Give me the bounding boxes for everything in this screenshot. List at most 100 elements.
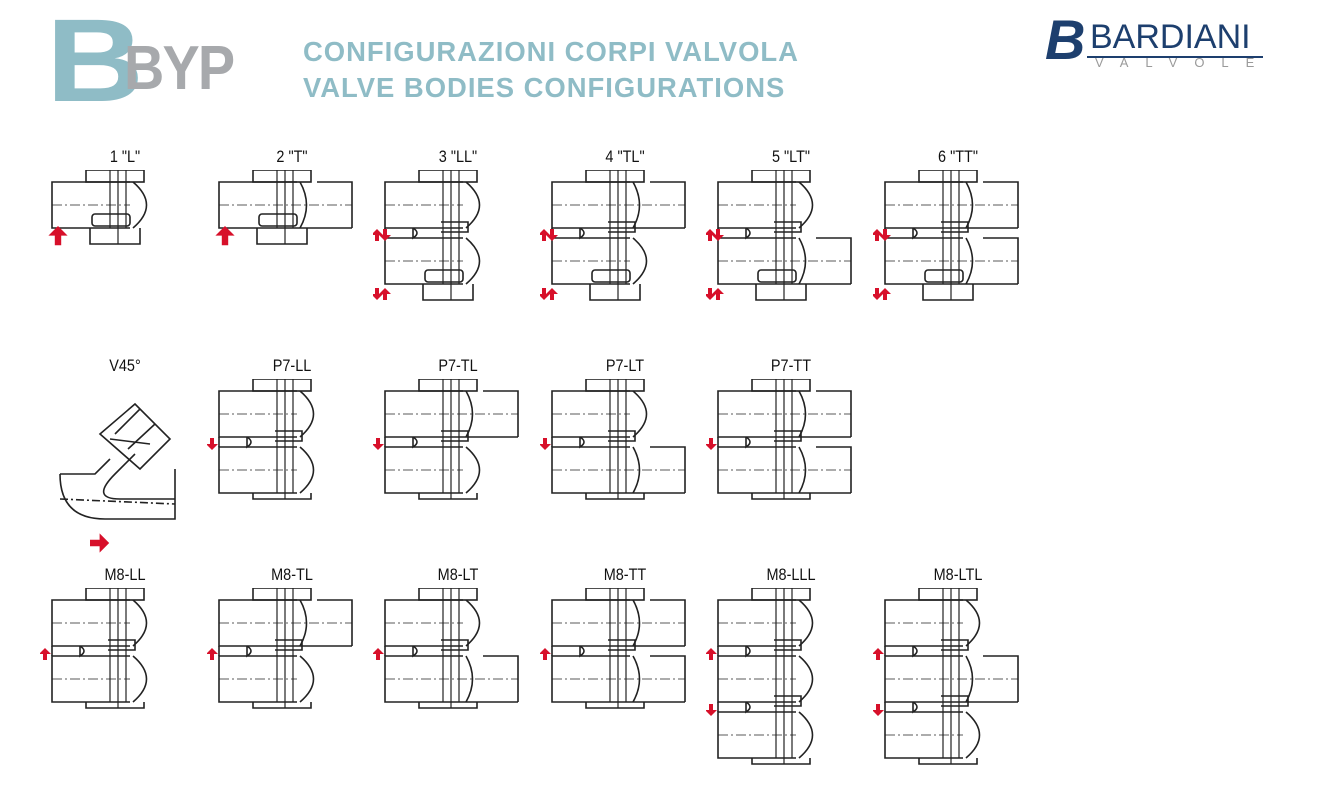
config-label: M8-LTL bbox=[933, 565, 982, 584]
plug bbox=[940, 221, 969, 233]
arrow-down-icon bbox=[872, 288, 883, 300]
seat-bulge bbox=[465, 599, 481, 647]
arrow-down-icon bbox=[878, 229, 891, 241]
seat-bulge bbox=[964, 711, 980, 759]
valve-body-diagram bbox=[872, 170, 1019, 301]
valve-body-diagram bbox=[706, 170, 852, 301]
bottom-cap bbox=[751, 493, 811, 500]
bardiani-logo: B BARDIANI VALVOLE bbox=[1045, 12, 1267, 70]
config-label: M8-LT bbox=[437, 565, 479, 584]
port bbox=[384, 436, 418, 449]
arrow-up-icon bbox=[706, 648, 717, 660]
port bbox=[51, 645, 85, 658]
seat-bulge bbox=[298, 390, 314, 438]
bottom-outlet bbox=[89, 228, 141, 245]
valve-body bbox=[384, 588, 519, 709]
plug bbox=[774, 430, 802, 442]
seat-bulge bbox=[631, 390, 647, 438]
arrow-down-icon bbox=[373, 438, 384, 450]
top-flange bbox=[251, 588, 312, 601]
arrow-down-icon bbox=[545, 229, 558, 241]
arrow-down-icon bbox=[539, 438, 551, 450]
series-letter: B bbox=[46, 0, 144, 127]
arrow-down-icon bbox=[206, 438, 218, 450]
port bbox=[384, 645, 418, 658]
bottom-cap bbox=[751, 758, 811, 765]
logo-mark: B bbox=[1045, 8, 1086, 71]
seat-bulge bbox=[798, 446, 807, 494]
arrow-up-icon bbox=[872, 648, 884, 660]
valve-body bbox=[51, 588, 148, 709]
bottom-outlet bbox=[255, 228, 308, 245]
top-flange bbox=[917, 170, 978, 183]
plug bbox=[441, 221, 469, 233]
valve-body-diagram bbox=[706, 588, 814, 765]
bottom-cap bbox=[251, 702, 312, 709]
config-label: 1 "L" bbox=[109, 147, 141, 166]
config-label: P7-LT bbox=[605, 356, 644, 375]
seat-bulge bbox=[298, 655, 314, 703]
logo-brand: BARDIANI bbox=[1090, 18, 1251, 56]
arrow-down-icon bbox=[706, 704, 717, 716]
config-label: M8-TT bbox=[603, 565, 646, 584]
config-label: M8-LLL bbox=[766, 565, 816, 584]
seat-bulge bbox=[798, 237, 807, 285]
plug bbox=[108, 639, 136, 651]
port bbox=[883, 227, 918, 240]
bottom-outlet bbox=[422, 284, 474, 301]
config-label: V45° bbox=[109, 356, 141, 375]
bottom-cap bbox=[584, 493, 645, 500]
top-flange bbox=[251, 170, 312, 183]
plug bbox=[91, 213, 131, 227]
config-label: M8-TL bbox=[270, 565, 313, 584]
arrow-down-icon bbox=[712, 229, 724, 241]
valve-body bbox=[217, 379, 314, 500]
valve-body-diagram bbox=[373, 588, 519, 709]
plug bbox=[774, 221, 802, 233]
port bbox=[217, 436, 252, 449]
logo-sub: VALVOLE bbox=[1095, 55, 1272, 70]
arrow-up-icon bbox=[539, 648, 551, 660]
arrow-up-icon bbox=[48, 226, 68, 246]
top-flange bbox=[418, 379, 478, 392]
seat-bulge bbox=[631, 655, 640, 703]
config-label: P7-TL bbox=[438, 356, 478, 375]
bottom-cap bbox=[917, 758, 978, 765]
valve-body-diagram bbox=[539, 379, 686, 500]
plug bbox=[940, 695, 969, 707]
arrow-down-icon bbox=[872, 704, 884, 716]
seat-bulge bbox=[132, 181, 148, 229]
plug bbox=[441, 430, 469, 442]
valve-body bbox=[717, 170, 852, 301]
arrow-up-icon bbox=[706, 229, 716, 241]
seat-bulge bbox=[964, 237, 973, 285]
plug bbox=[590, 269, 631, 283]
plug bbox=[441, 639, 469, 651]
valve-body-diagram bbox=[40, 588, 148, 709]
arrow-up-icon bbox=[712, 288, 724, 300]
top-flange bbox=[584, 379, 645, 392]
arrow-down-icon bbox=[706, 288, 716, 300]
top-flange bbox=[85, 170, 145, 183]
config-label: M8-LL bbox=[104, 565, 146, 584]
plug bbox=[940, 639, 969, 651]
valve-body-diagram bbox=[706, 379, 852, 500]
valve-body-diagram bbox=[539, 588, 686, 709]
plug bbox=[923, 269, 964, 283]
bottom-outlet bbox=[588, 284, 641, 301]
seat-bulge bbox=[631, 237, 647, 285]
plug bbox=[607, 221, 636, 233]
bottom-cap bbox=[584, 702, 645, 709]
seat-bulge bbox=[798, 181, 814, 229]
plug bbox=[274, 639, 303, 651]
plug bbox=[757, 269, 797, 283]
valve-body bbox=[217, 170, 353, 245]
bottom-outlet bbox=[921, 284, 974, 301]
title-english: VALVE BODIES CONFIGURATIONS bbox=[303, 72, 786, 103]
valve-body bbox=[384, 170, 481, 301]
top-flange bbox=[751, 588, 811, 601]
valve-body-diagram bbox=[373, 379, 519, 500]
top-flange bbox=[917, 588, 978, 601]
seat-bulge bbox=[465, 446, 481, 494]
arrow-up-icon bbox=[545, 288, 558, 300]
